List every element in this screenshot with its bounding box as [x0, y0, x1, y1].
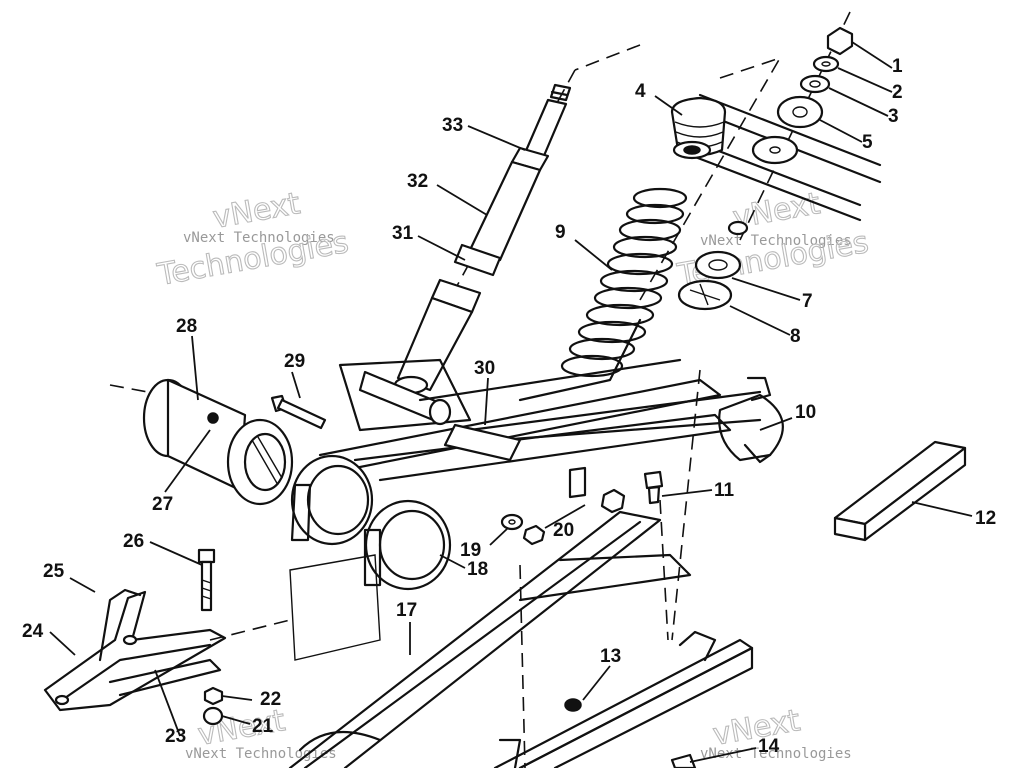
- hardware-19-20: [500, 466, 626, 546]
- callout-12: 12: [975, 508, 996, 529]
- watermark-group-bottom-right: vNext vNext Technologies: [700, 703, 852, 762]
- callout-14: 14: [758, 736, 780, 757]
- washer-6: [751, 135, 799, 165]
- shock-absorber: [393, 83, 572, 395]
- coil-spring-9: [560, 187, 688, 378]
- plug-13: [564, 698, 582, 712]
- callout-10: 10: [795, 402, 816, 423]
- square-tube-12: [833, 440, 967, 542]
- callout-2: 2: [892, 82, 903, 103]
- cross-tube-30: [443, 423, 522, 462]
- watermark-text: vNext Technologies: [185, 746, 337, 762]
- watermark-group-left: vNext vNext Technologies Technologies: [154, 186, 352, 294]
- bolt-11: [643, 470, 664, 505]
- washer-3: [799, 74, 831, 94]
- callout-9: 9: [555, 222, 566, 243]
- callout-1: 1: [892, 56, 903, 77]
- swing-arm-17: [288, 510, 692, 768]
- callout-29: 29: [284, 351, 305, 372]
- watermark-vnext: vNext: [210, 186, 303, 236]
- bolt-29: [270, 394, 327, 430]
- spring-retainer-7-8: [677, 220, 749, 311]
- pivot-tube-28: [142, 378, 294, 506]
- shock-shaft-33: [523, 98, 568, 160]
- spring-cap-4: [670, 96, 727, 160]
- bolt-26: [197, 548, 224, 726]
- callout-18: 18: [467, 559, 488, 580]
- callout-19: 19: [460, 540, 481, 561]
- callout-22: 22: [260, 689, 281, 710]
- callout-31: 31: [392, 223, 414, 244]
- callout-30: 30: [474, 358, 495, 379]
- clamp-bracket-10: [718, 376, 784, 464]
- watermark-text: vNext Technologies: [700, 233, 852, 249]
- callout-27: 27: [152, 494, 173, 515]
- callout-25: 25: [43, 561, 65, 582]
- lower-rail: [493, 630, 754, 768]
- callout-13: 13: [600, 646, 621, 667]
- callout-23: 23: [165, 726, 186, 747]
- watermark-text: vNext Technologies: [183, 230, 335, 246]
- swing-arm-upper: [318, 318, 762, 482]
- callout-3: 3: [888, 106, 899, 127]
- callout-21: 21: [252, 716, 274, 737]
- callout-5: 5: [862, 132, 873, 153]
- mount-bracket: [43, 588, 227, 712]
- watermark-group-right: vNext vNext Technologies Technologies: [674, 186, 872, 294]
- shock-top-hardware: [751, 26, 854, 165]
- callout-7: 7: [802, 291, 813, 312]
- leader-lines: [49, 41, 973, 763]
- washer-2: [812, 55, 840, 73]
- nut-1: [826, 26, 854, 56]
- callout-11: 11: [714, 480, 735, 501]
- callout-28: 28: [176, 316, 197, 337]
- callout-32: 32: [407, 171, 428, 192]
- watermark-text: vNext Technologies: [700, 746, 852, 762]
- callout-20: 20: [553, 520, 574, 541]
- callout-8: 8: [790, 326, 801, 347]
- callout-24: 24: [22, 621, 44, 642]
- gasket-panel: [289, 554, 381, 661]
- callout-4: 4: [635, 81, 646, 102]
- bolt-14: [670, 753, 697, 768]
- callout-17: 17: [396, 600, 417, 621]
- bushing-5: [776, 95, 824, 129]
- clamp-rings-18: [290, 454, 452, 591]
- callout-labels: 1 2 3 4 5 7 8 9 10 11 12 13 14 17 18 19 …: [22, 56, 996, 757]
- callout-26: 26: [123, 531, 144, 552]
- callout-33: 33: [442, 115, 463, 136]
